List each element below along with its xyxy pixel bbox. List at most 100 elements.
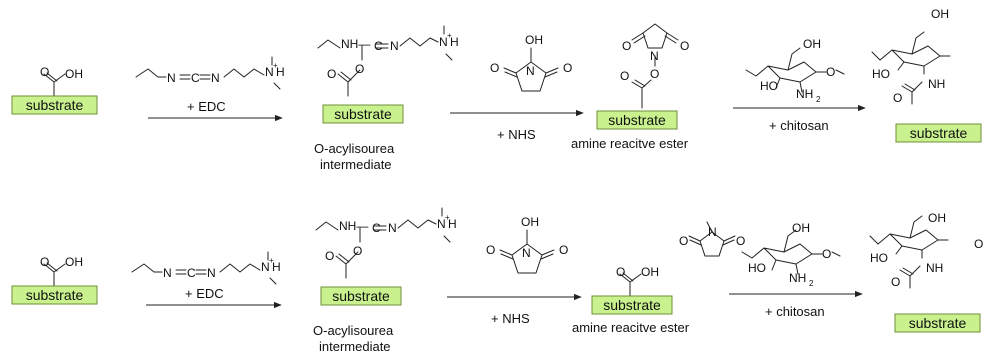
- edc-molecule: N C N N + H: [131, 251, 281, 285]
- atom-oh: OH: [641, 265, 659, 279]
- substrate-label: substrate: [603, 297, 661, 313]
- atom-h: H: [272, 260, 281, 274]
- atom-o: O: [736, 234, 745, 248]
- charge-plus: +: [269, 256, 274, 265]
- atom-n-plus: N: [265, 65, 274, 79]
- atom-h: H: [276, 65, 285, 79]
- row-1: O OH substrate N C N N + H + EDC NH— C N…: [11, 7, 982, 172]
- chitosan-molecule: OH HO NH 2 O: [745, 37, 845, 104]
- substrate-label: substrate: [608, 112, 666, 128]
- atom-oh: OH: [521, 215, 539, 229]
- atom-o: O: [353, 244, 362, 258]
- charge-plus: +: [445, 213, 450, 222]
- atom-o: O: [486, 243, 495, 257]
- charge-plus: +: [273, 61, 278, 70]
- atom-oh: OH: [65, 255, 83, 269]
- atom-oh: OH: [65, 67, 83, 81]
- atom-h: H: [450, 35, 459, 49]
- atom-oh: OH: [928, 211, 946, 225]
- atom-ho: HO: [870, 251, 888, 265]
- atom-n: N: [526, 64, 535, 78]
- atom-o: O: [893, 91, 902, 105]
- atom-ho: HO: [760, 79, 778, 93]
- ester-label: amine reacitve ester: [571, 136, 689, 151]
- atom-n: N: [390, 39, 399, 53]
- activated-substrate-acid: O OH: [616, 265, 659, 297]
- atom-nh: NH—: [341, 37, 370, 51]
- atom-n: N: [167, 71, 176, 85]
- substrate-1-acid: O OH substrate: [11, 255, 98, 305]
- substrate-box: [591, 295, 673, 315]
- product-molecule: OH HO NH O: [871, 7, 951, 105]
- acylisourea-label-line2: intermediate: [320, 157, 392, 172]
- atom-c: C: [372, 221, 381, 235]
- substrate-box: [11, 285, 98, 305]
- subscript-2: 2: [816, 95, 821, 104]
- atom-n-plus: N: [439, 35, 448, 49]
- chitosan-molecule: OH HO NH 2 O: [741, 221, 841, 288]
- atom-c: C: [187, 266, 196, 280]
- subscript-2: 2: [809, 279, 814, 288]
- atom-c: C: [374, 39, 383, 53]
- acylisourea-label-line1: O-acylisourea: [313, 323, 394, 338]
- substrate-box: [11, 95, 98, 115]
- acylisourea-label-line1: O-acylisourea: [314, 141, 395, 156]
- product-molecule: OH HO NH O O: [869, 211, 983, 289]
- atom-oh: OH: [525, 33, 543, 47]
- reagent-edc-label: + EDC: [187, 99, 226, 114]
- atom-n-plus: N: [261, 260, 270, 274]
- atom-h: H: [448, 217, 457, 231]
- atom-o: O: [40, 255, 49, 269]
- o-acylisourea-molecule: NH— C N N + H O O: [317, 25, 459, 97]
- atom-o: O: [490, 61, 499, 75]
- atom-o: O: [620, 69, 629, 83]
- row-2: O OH substrate N C N N + H + EDC NH— C N…: [11, 207, 983, 354]
- atom-o: O: [822, 247, 831, 261]
- atom-n: N: [708, 225, 717, 239]
- reagent-edc-label: + EDC: [185, 286, 224, 301]
- acylisourea-label-line2: intermediate: [319, 339, 391, 354]
- atom-nh: NH—: [339, 219, 368, 233]
- atom-n-plus: N: [437, 217, 446, 231]
- atom-oh: OH: [803, 37, 821, 51]
- ester-label: amine reacitve ester: [572, 320, 690, 335]
- atom-o: O: [826, 65, 835, 79]
- substrate-1-acid: O OH substrate: [11, 65, 98, 115]
- succinimide-molecule: N O O: [679, 221, 745, 257]
- atom-nh2: NH: [796, 87, 813, 101]
- atom-o: O: [559, 243, 568, 257]
- substrate-box: [596, 110, 678, 130]
- nhs-ester-molecule: N O O O O: [620, 23, 689, 109]
- atom-n: N: [207, 266, 216, 280]
- reagent-chitosan-label: + chitosan: [769, 118, 829, 133]
- reagent-nhs-label: + NHS: [497, 127, 536, 142]
- edc-molecule: N C N N + H: [135, 56, 285, 90]
- atom-o: O: [680, 39, 689, 53]
- substrate-box: [895, 123, 982, 143]
- atom-n: N: [388, 221, 397, 235]
- substrate-label: substrate: [26, 97, 84, 113]
- reagent-nhs-label: + NHS: [491, 311, 530, 326]
- substrate-label: substrate: [334, 106, 392, 122]
- substrate-box: [320, 286, 402, 306]
- reagent-chitosan-label: + chitosan: [765, 304, 825, 319]
- atom-nh2: NH: [789, 271, 806, 285]
- substrate-label: substrate: [26, 287, 84, 303]
- atom-ho: HO: [748, 261, 766, 275]
- substrate-label: substrate: [910, 125, 968, 141]
- atom-n: N: [522, 246, 531, 260]
- atom-o: O: [974, 237, 983, 251]
- atom-o: O: [622, 39, 631, 53]
- substrate-label: substrate: [909, 315, 967, 331]
- atom-o: O: [355, 62, 364, 76]
- atom-o: O: [325, 249, 334, 263]
- atom-o: O: [327, 67, 336, 81]
- nhs-molecule: OH N O O: [490, 33, 572, 92]
- atom-n: N: [163, 266, 172, 280]
- atom-o: O: [679, 234, 688, 248]
- atom-oh: OH: [931, 7, 949, 21]
- atom-o: O: [891, 275, 900, 289]
- atom-o: O: [650, 67, 659, 81]
